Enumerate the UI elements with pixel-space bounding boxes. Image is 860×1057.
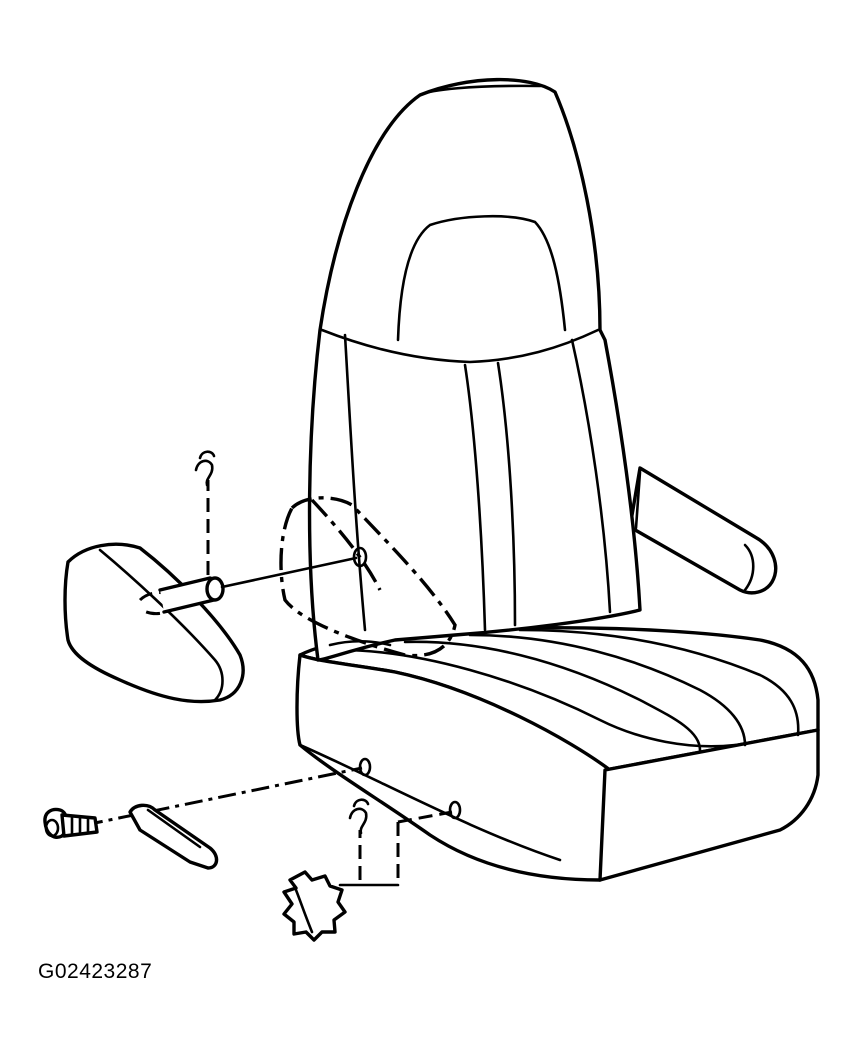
seat-cushion <box>295 626 820 882</box>
recline-knob <box>282 870 347 942</box>
left-armrest <box>63 542 358 704</box>
retainer-arrow-icon <box>194 450 216 575</box>
armrest-mount-phantom <box>279 496 457 658</box>
seat-back <box>307 77 642 662</box>
mount-hole <box>352 546 368 568</box>
right-armrest <box>628 466 778 595</box>
bolt <box>43 807 99 839</box>
retainer-arrow-icon <box>348 798 370 880</box>
bolt-axis-line <box>84 766 363 827</box>
trim-panel <box>128 803 219 870</box>
knob-axis-line <box>397 810 453 824</box>
knob-hole <box>448 800 462 820</box>
figure-code: G02423287 <box>38 960 153 983</box>
